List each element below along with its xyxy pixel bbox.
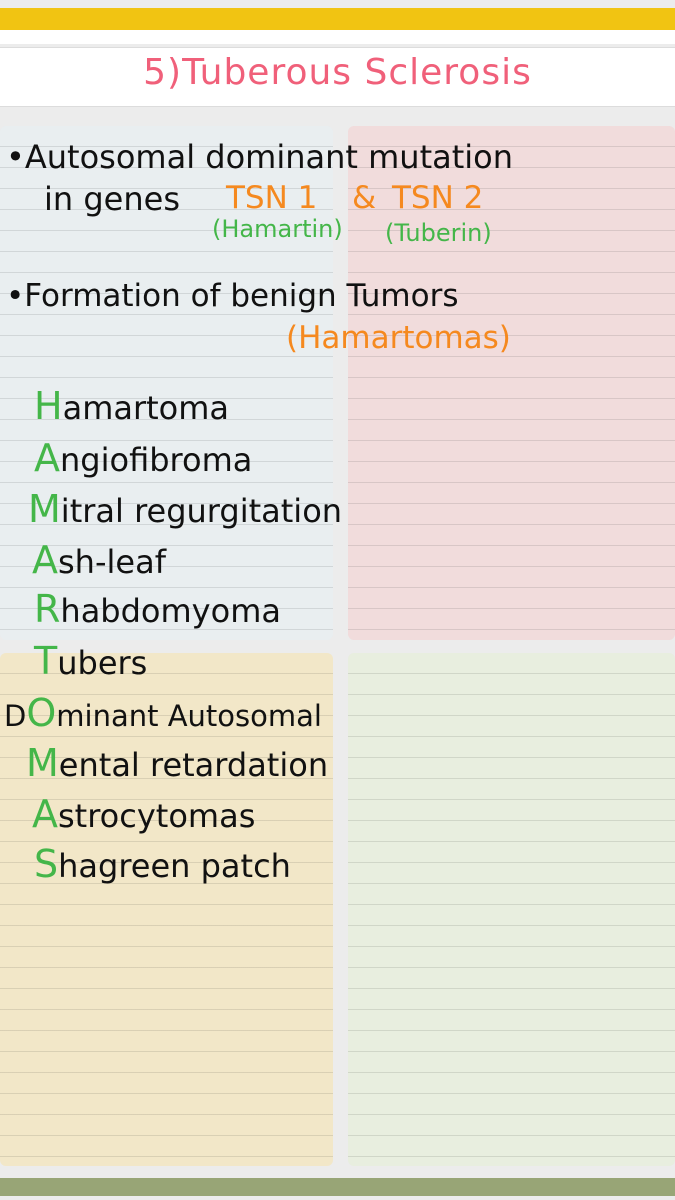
gene-joiner: & (352, 180, 377, 216)
mnemonic-letter: M (26, 741, 59, 785)
bullet-dot: • (6, 138, 25, 176)
mnemonic-line: DOminant Autosomal (4, 691, 322, 735)
hamartomas-label: (Hamartomas) (286, 320, 511, 356)
mnemonic-line: Angiofibroma (34, 436, 253, 480)
mnemonic-line: Astrocytomas (32, 792, 256, 836)
mnemonic-letter: H (34, 384, 63, 428)
gene-tsn2: TSN 2 (392, 180, 484, 216)
mnemonic-letter: R (34, 587, 61, 631)
mnemonic-line: Mitral regurgitation (28, 487, 343, 531)
note-panel-bottom-right (348, 653, 675, 1166)
top-color-bar (0, 8, 675, 30)
bullet-genes-line: in genes (44, 180, 180, 218)
mnemonic-line: Mental retardation (26, 741, 329, 785)
note-panel-bottom-left (0, 653, 333, 1166)
mnemonic-letter: O (26, 691, 57, 735)
mnemonic-letter: T (34, 639, 58, 683)
bullet-text: Formation of benign Tumors (24, 278, 459, 314)
mnemonic-letter: A (32, 538, 58, 582)
mnemonic-letter: A (32, 792, 58, 836)
mnemonic-line: Tubers (34, 639, 148, 683)
mnemonic-line: Shagreen patch (34, 842, 291, 886)
note-panel-top-left (0, 126, 333, 640)
genes-prefix: in genes (44, 180, 180, 218)
title-strip (0, 47, 675, 107)
protein-tuberin: (Tuberin) (385, 219, 492, 247)
protein-hamartin: (Hamartin) (212, 215, 343, 243)
bottom-color-bar (0, 1178, 675, 1196)
bullet-benign-tumors: •Formation of benign Tumors (6, 278, 458, 314)
top-spacer (0, 30, 675, 44)
mnemonic-line: Rhabdomyoma (34, 587, 281, 631)
bullet-autosomal: •Autosomal dominant mutation (6, 138, 513, 176)
bullet-text: Autosomal dominant mutation (24, 138, 514, 176)
mnemonic-letter: M (28, 487, 61, 531)
bullet-dot: • (6, 278, 25, 314)
mnemonic-line: Ash-leaf (32, 538, 166, 582)
mnemonic-letter: A (34, 436, 60, 480)
mnemonic-line: Hamartoma (34, 384, 230, 428)
mnemonic-letter: S (34, 842, 59, 886)
gene-tsn1: TSN 1 (226, 180, 318, 216)
note-panel-top-right (348, 126, 675, 640)
page-title: 5)Tuberous Sclerosis (143, 52, 532, 93)
